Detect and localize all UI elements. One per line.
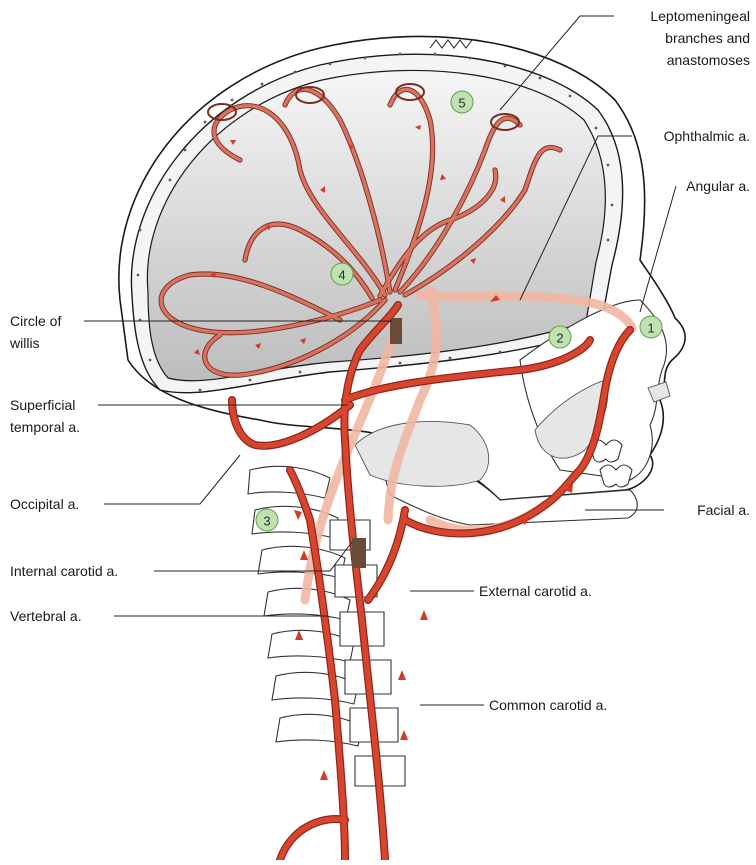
label-internal-carotid: Internal carotid a. — [10, 563, 118, 579]
svg-text:2: 2 — [556, 331, 563, 346]
label-superficial-temporal-2: temporal a. — [10, 419, 80, 435]
label-angular: Angular a. — [686, 178, 750, 194]
badge-4: 4 — [331, 263, 353, 285]
label-leptomeningeal-2: branches and — [665, 30, 750, 46]
stenosis-marker — [390, 318, 402, 344]
svg-text:5: 5 — [458, 96, 465, 111]
svg-text:3: 3 — [263, 514, 270, 529]
badge-3: 3 — [256, 509, 278, 531]
skull-base — [355, 422, 489, 487]
label-facial: Facial a. — [697, 502, 750, 518]
badge-2: 2 — [549, 326, 571, 348]
svg-text:1: 1 — [647, 321, 654, 336]
svg-text:4: 4 — [338, 268, 345, 283]
label-circle-of-willis-1: Circle of — [10, 313, 61, 329]
label-vertebral: Vertebral a. — [10, 608, 82, 624]
label-leptomeningeal-3: anastomoses — [667, 52, 750, 68]
label-circle-of-willis-2: willis — [9, 335, 40, 351]
label-occipital: Occipital a. — [10, 496, 79, 512]
label-ophthalmic: Ophthalmic a. — [664, 128, 750, 144]
label-superficial-temporal-1: Superficial — [10, 397, 75, 413]
label-external-carotid: External carotid a. — [479, 583, 592, 599]
badge-5: 5 — [451, 91, 473, 113]
label-common-carotid: Common carotid a. — [489, 697, 607, 713]
badge-1: 1 — [640, 316, 662, 338]
stenosis-marker — [352, 538, 366, 568]
label-leptomeningeal-1: Leptomeningeal — [650, 8, 750, 24]
